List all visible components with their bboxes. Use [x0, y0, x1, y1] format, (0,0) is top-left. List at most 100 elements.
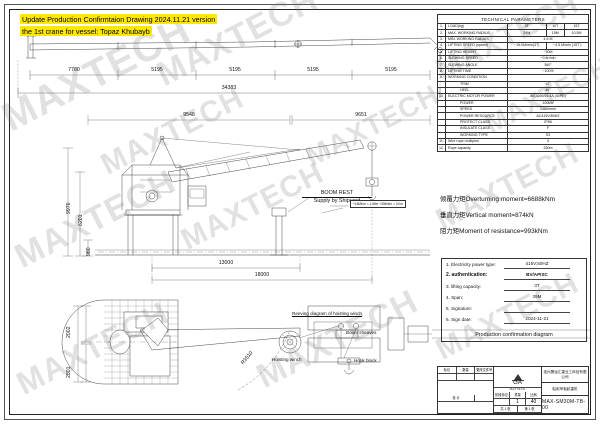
drawing-type-ga: GA [494, 380, 541, 388]
elevation-dim-4: 5195 [307, 67, 319, 73]
authentication-row: 2. authentication: BV/APISC [442, 270, 586, 281]
tech-row-value: 15T [563, 22, 590, 31]
authentication-label: 5. Signature: [446, 306, 473, 311]
revision-note-2: the 1st crane for vessel: Topaz Khubayb [20, 26, 152, 36]
authentication-value: 39M [504, 292, 570, 302]
drawing-number: MAX-SM30M-TB-00 [542, 399, 586, 411]
tech-row-value [507, 74, 589, 82]
resistance-moment: 阻力矩Moment of resistance=993kNm [440, 228, 548, 235]
company-name: 连州晟运汇重业工科技有限公司 [542, 367, 588, 383]
drawing-subject: 船用甲板起重机 [542, 383, 588, 396]
tech-table-title: TECHNICAL PARAMETERS [437, 14, 589, 24]
elevation-total-dim: 34383 [221, 85, 237, 91]
revision-col-mark: 标记 [438, 367, 457, 374]
qty-scale-value: 40 [526, 399, 541, 406]
vertical-moment: 垂直力矩Vertical moment=874kN [440, 212, 534, 219]
logo-wordmark: MAXTECH [509, 387, 526, 391]
sheet-border-inner [9, 9, 591, 415]
qty-col-weight: 重量 [510, 392, 526, 399]
plan-dim-upper: 2002 [66, 326, 72, 338]
authentication-label: 6. Sign date: [446, 317, 472, 322]
qty-header-row: 阶段标记 重量 比例 [494, 392, 541, 399]
designer-value [475, 395, 493, 402]
title-block: 标记 数量 更改文件号 设 计 MAXTECH GA [437, 366, 589, 414]
sheet-count-row: 共 1 张 第 1 张 [494, 406, 541, 413]
elevation-dim-3: 5195 [229, 67, 241, 73]
qty-value-row: 1 40 [494, 399, 541, 406]
overturning-moment: 倾覆力矩Overturning moment=6688kNm [440, 196, 555, 203]
authentication-value [504, 303, 570, 313]
tech-table-title-row: TECHNICAL PARAMETERS [437, 14, 589, 24]
elevation-dim-2: 5195 [151, 67, 163, 73]
elevation-dim-5: 5195 [385, 67, 397, 73]
qty-col-scale: 比例 [526, 392, 541, 399]
maxtech-logo: MAXTECH [508, 369, 528, 391]
tech-row-value: ~100% [507, 67, 589, 76]
plan-dim-lower: 2801 [66, 366, 72, 378]
tech-row-value: IP56 [507, 118, 589, 127]
revision-col-doc: 更改文件号 [475, 368, 494, 374]
sheet-border-outer [4, 4, 596, 420]
tech-row-value: 80Q&90/55.4A (40PE) [507, 93, 589, 101]
boom-rest-label: BOOM REST Supply by Shipyard [302, 190, 372, 205]
authentication-row: 1. Electricity power type:415V;50HZ [442, 259, 586, 270]
tech-table-row: TRIM±2° [437, 80, 589, 88]
crane-dim-height-1: 9976 [66, 202, 72, 214]
tech-row-value: 10T [545, 22, 565, 31]
hoisting-winch-label: Hoisting winch [272, 357, 302, 362]
sheet-index: 第 1 张 [518, 406, 541, 413]
tech-table-row: HEEL±5° [437, 86, 589, 95]
crane-dim-height-2: 6201 [78, 214, 84, 226]
hook-block-label: Hook block [354, 358, 377, 363]
tech-row-name: LOAD(kg) [445, 22, 508, 31]
production-confirmation-title: Production confirmation diagram [475, 332, 553, 338]
mountain-logo-icon [511, 374, 524, 382]
authentication-row: 6. Sign date:2024-11-21 [442, 314, 586, 325]
tech-table-row: 9.WORKING CONDITION [437, 74, 589, 82]
authentication-label: 4. Span: [446, 295, 464, 300]
title-block-revisions: 标记 数量 更改文件号 设 计 [438, 367, 494, 413]
boom-sheaves-label: Boom sheaves [346, 330, 377, 335]
qty-col-stage: 阶段标记 [494, 392, 510, 399]
boom-rest-line-2: Supply by Shipyard [313, 198, 361, 204]
authentication-row: 5. Signature: [442, 303, 586, 314]
tech-row-value: 100kW [507, 99, 589, 108]
tech-row-value: 360° [507, 61, 589, 69]
authentication-value: 415V;50HZ [504, 259, 570, 269]
authentication-row: 3. lifting capacity: 3T [442, 281, 586, 292]
elevation-dim-1: 7780 [68, 67, 80, 73]
qty-weight-value: 1 [510, 399, 526, 406]
crane-dim-left-top: 9548 [183, 112, 195, 118]
authentication-label: 2. authentication: [446, 272, 488, 278]
tech-table-row: 8.LIFTING TIME~100% [437, 67, 589, 76]
revision-blank-2 [456, 374, 476, 381]
tech-row-value: ±5° [507, 86, 589, 95]
revision-col-qty: 数量 [456, 367, 476, 374]
title-block-identity: 连州晟运汇重业工科技有限公司 船用甲板起重机 MAX-SM30M-TB-00 [542, 367, 588, 413]
authentication-value: 3T [504, 281, 570, 291]
title-block-qty-table: 阶段标记 重量 比例 1 40 共 1 张 第 1 张 [494, 392, 541, 413]
tech-row-value: 1480r/min [507, 106, 589, 114]
crane-dim-right-top: 9651 [355, 112, 367, 118]
authentication-label: 3. lifting capacity: [446, 284, 482, 289]
revision-header-row: 标记 数量 更改文件号 [438, 367, 494, 374]
sheet-total: 共 1 张 [494, 406, 518, 413]
crane-dim-radius-1: 13000 [218, 260, 234, 266]
crane-dim-height-3: 980 [86, 247, 92, 256]
title-block-center: MAXTECH GA 阶段标记 重量 比例 1 40 共 1 张 第 1 张 [494, 367, 542, 413]
authentication-value: BV/APISC [504, 270, 570, 280]
qty-stage-value [494, 399, 510, 406]
crane-dim-radius-2: 18000 [254, 272, 270, 278]
tech-row-name: Rope capacity [445, 144, 508, 152]
authentication-row: 4. Span: 39M [442, 292, 586, 303]
revision-blank-1 [438, 374, 457, 381]
revision-note-1: Update Production Confirmtaion Drawing 2… [20, 14, 218, 24]
tech-row-number: 12. [437, 144, 446, 152]
